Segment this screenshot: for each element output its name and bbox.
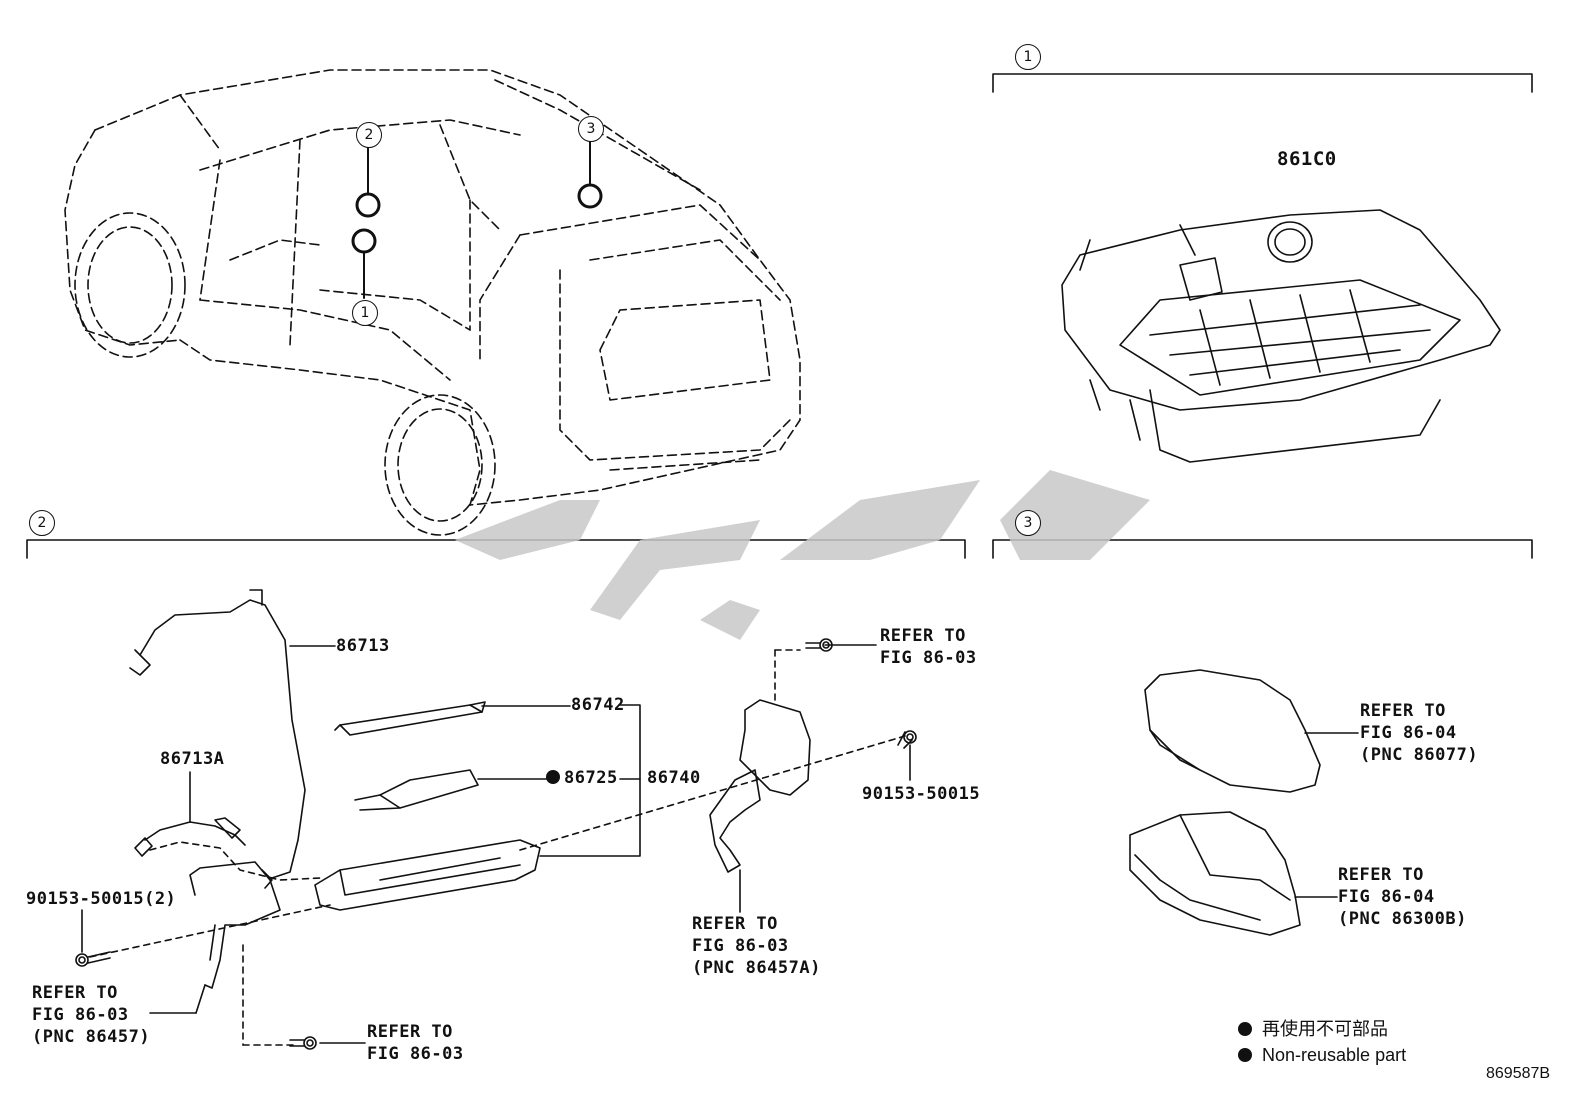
section-1-bracket — [992, 73, 1533, 93]
diagram-code: 869587B — [1486, 1065, 1551, 1082]
non-reusable-dot-icon — [546, 770, 560, 784]
refer-top-right: REFER TO FIG 86-03 — [880, 625, 977, 669]
part-label-86713: 86713 — [336, 636, 390, 656]
refer-line: FIG 86-03 — [880, 648, 977, 668]
car-callout-markers — [351, 139, 603, 299]
refer-line: FIG 86-03 — [32, 1005, 129, 1025]
refer-bottom: REFER TO FIG 86-03 — [367, 1021, 464, 1065]
refer-left: REFER TO FIG 86-03 (PNC 86457) — [32, 982, 150, 1048]
legend-jp: 再使用不可部品 — [1238, 1017, 1388, 1041]
refer-line: (PNC 86457) — [32, 1027, 151, 1047]
legend-en: Non-reusable part — [1238, 1043, 1406, 1067]
refer-line: FIG 86-04 — [1360, 723, 1457, 743]
car-callout-1: 1 — [352, 300, 378, 326]
bolt-label-right: 90153-50015 — [862, 784, 981, 804]
part-label-86725: 86725 — [546, 767, 618, 789]
non-reusable-dot-icon — [1238, 1022, 1252, 1036]
refer-line: REFER TO — [880, 626, 966, 646]
section-3-marker: 3 — [1015, 510, 1041, 536]
part-label-86740: 86740 — [647, 768, 701, 788]
part-label-86713a: 86713A — [160, 749, 225, 769]
car-callout-2: 2 — [356, 122, 382, 148]
display-unit-861c0 — [1061, 209, 1501, 463]
refer-bracket: REFER TO FIG 86-03 (PNC 86457A) — [692, 913, 821, 979]
wheels — [74, 212, 496, 536]
refer-line: (PNC 86077) — [1360, 745, 1479, 765]
non-reusable-dot-icon — [1238, 1048, 1252, 1062]
refer-antenna-unit: REFER TO FIG 86-04 (PNC 86300B) — [1338, 864, 1467, 930]
part-86742 — [334, 701, 571, 736]
refer-line: REFER TO — [32, 983, 118, 1003]
refer-line: REFER TO — [1338, 865, 1424, 885]
bolt-label-left: 90153-50015(2) — [26, 889, 177, 909]
section-2-marker: 2 — [29, 510, 55, 536]
legend-jp-text: 再使用不可部品 — [1262, 1019, 1388, 1039]
section-1-marker: 1 — [1015, 44, 1041, 70]
watermark — [455, 470, 1150, 640]
refer-line: FIG 86-04 — [1338, 887, 1435, 907]
part-86740 — [314, 704, 641, 911]
refer-line: (PNC 86457A) — [692, 958, 821, 978]
bracket-right — [709, 699, 811, 873]
refer-line: FIG 86-03 — [367, 1044, 464, 1064]
part-label-861c0: 861C0 — [1277, 148, 1337, 170]
cable-86713a — [134, 771, 246, 857]
refer-line: (PNC 86300B) — [1338, 909, 1467, 929]
car-callout-3: 3 — [578, 116, 604, 142]
refer-antenna-cover: REFER TO FIG 86-04 (PNC 86077) — [1360, 700, 1478, 766]
section-3-bracket — [992, 539, 1533, 559]
vehicle-illustration — [64, 69, 801, 506]
legend-en-text: Non-reusable part — [1262, 1045, 1407, 1065]
antenna-unit — [1129, 811, 1338, 936]
refer-line: FIG 86-03 — [692, 936, 789, 956]
part-label-86725-text: 86725 — [564, 768, 618, 788]
part-86725 — [354, 769, 549, 811]
refer-line: REFER TO — [367, 1022, 453, 1042]
antenna-cover — [1144, 669, 1359, 793]
part-label-86742: 86742 — [571, 695, 625, 715]
refer-line: REFER TO — [692, 914, 778, 934]
refer-line: REFER TO — [1360, 701, 1446, 721]
cable-86713 — [129, 589, 336, 889]
